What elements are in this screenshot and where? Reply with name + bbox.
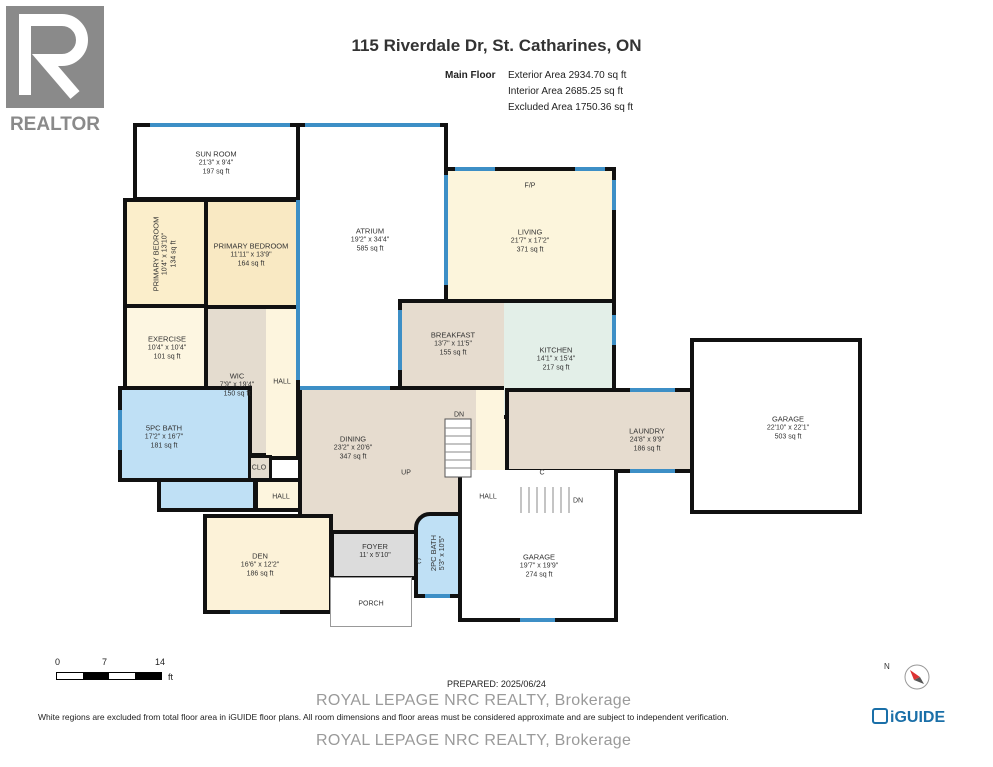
room-closet [248, 455, 272, 481]
scale-unit: ft [168, 672, 174, 682]
exterior-area: Exterior Area 2934.70 sq ft [508, 70, 627, 81]
label-hall: HALL [273, 378, 291, 386]
watermark: ROYAL LEPAGE NRC REALTY, Brokerage [316, 732, 632, 749]
staircase [444, 418, 472, 478]
staircase [520, 487, 570, 513]
room-5pc-bath-annex [157, 478, 257, 512]
page-title: 115 Riverdale Dr, St. Catharines, ON [351, 36, 642, 55]
window [425, 594, 450, 598]
window [230, 610, 280, 614]
room-hall-west [266, 305, 300, 460]
window [150, 123, 290, 127]
window [444, 175, 448, 285]
floor-label: Main Floor [445, 70, 496, 81]
room-living [444, 167, 616, 303]
room-primary-bedroom-1 [123, 198, 208, 308]
room-primary-bedroom-2 [204, 198, 299, 308]
interior-area: Interior Area 2685.25 sq ft [508, 86, 624, 97]
realtor-logo: REALTOR [6, 6, 104, 135]
label-closet: C [539, 469, 545, 477]
label-stairs-up: UP [401, 469, 411, 477]
window [118, 410, 122, 450]
iguide-logo: iGUIDE [872, 708, 945, 727]
window [300, 386, 390, 390]
room-porch [330, 577, 412, 627]
svg-text:N: N [884, 662, 890, 671]
label-fireplace: F/P [524, 182, 536, 190]
room-5pc-bath [118, 386, 252, 482]
label-clo: CLO [251, 464, 267, 472]
compass-icon: N [884, 662, 930, 690]
watermark: ROYAL LEPAGE NRC REALTY, Brokerage [316, 692, 632, 709]
room-den [203, 514, 333, 614]
window [612, 315, 616, 345]
window [305, 123, 440, 127]
window [630, 388, 675, 392]
label-hall: HALL [479, 493, 497, 501]
prepared-date: PREPARED: 2025/06/24 [447, 679, 546, 689]
scale-tick: 7 [102, 657, 108, 667]
disclaimer: White regions are excluded from total fl… [38, 712, 729, 722]
window [398, 310, 402, 370]
label-porch: PORCH [358, 600, 384, 608]
window [455, 167, 495, 171]
window [575, 167, 605, 171]
scale-tick: 14 [155, 657, 166, 667]
room-laundry [505, 388, 695, 473]
window [630, 469, 675, 473]
label-closet: C [416, 558, 422, 566]
room-garage-large [690, 338, 862, 514]
area-summary: Exterior Area 2934.70 sq ft Interior Are… [508, 68, 633, 116]
label-stairs-down: DN [453, 411, 465, 419]
label-hall: HALL [272, 493, 290, 501]
window [612, 180, 616, 210]
scale-tick: 0 [55, 657, 61, 667]
excluded-area: Excluded Area 1750.36 sq ft [508, 102, 634, 113]
svg-text:REALTOR: REALTOR [10, 114, 100, 135]
label-stairs-down: DN [572, 497, 584, 505]
window [520, 618, 555, 622]
window [296, 200, 300, 380]
